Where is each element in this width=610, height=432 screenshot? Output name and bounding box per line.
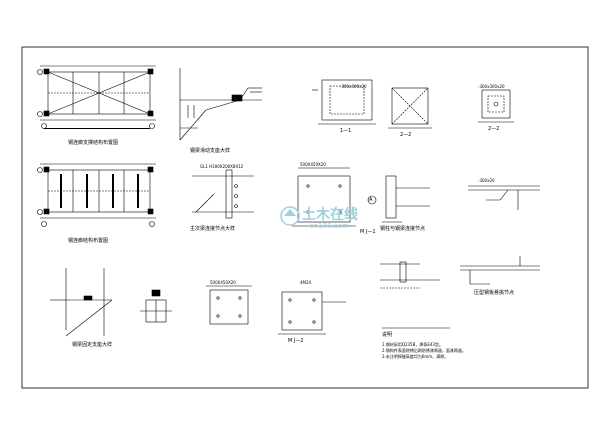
caption-notes-title: 说明: [382, 332, 393, 338]
embed-plate-mj2: [278, 291, 346, 335]
embed-plate-mj1: [292, 167, 356, 227]
label-pl-b: -300x300x20: [478, 84, 505, 89]
caption-section-2-2-a: 2—2: [400, 132, 412, 138]
watermark-logo: [280, 206, 300, 226]
sheet-border: [21, 46, 589, 389]
section-2-2-b: [478, 89, 514, 123]
caption-roof-beam-plan: 钢连廊结构布置图: [68, 238, 109, 244]
caption-beam-fixed-bearing: 钢梁固定支座大样: [72, 342, 113, 348]
label-bolt: 4M24: [300, 280, 312, 285]
beam-fixed-bearing: [50, 268, 113, 337]
roof-beam-plan: [37, 163, 156, 227]
caption-pressure-plate: 压型钢板悬挑节点: [474, 290, 515, 296]
label-dim-a: 500X450X20: [300, 162, 326, 167]
sliding-bearing-detail: [179, 68, 262, 141]
plate-detail: [206, 285, 252, 325]
caption-embed-ml1: M J—1: [360, 229, 376, 235]
caption-roof-support-plan: 钢连廊支撑结构布置图: [68, 140, 119, 146]
column-base-detail: [468, 185, 540, 210]
note-line: 3.未注明焊缝高度均为6mm，满焊。: [382, 354, 449, 359]
roof-support-plan: [37, 65, 156, 129]
caption-circle-a: A: [369, 197, 373, 203]
note-line: 1.钢材采用Q235B，焊条E43型。: [382, 342, 443, 347]
caption-steel-column-base: 钢柱与钢梁连接节点: [380, 226, 426, 232]
section-1-1: [312, 79, 376, 125]
label-pl-a: -300x300x20: [340, 84, 367, 89]
label-plate-c: -300x20: [478, 178, 495, 183]
caption-section-2-2-b: 2—2: [488, 126, 500, 132]
label-dim-b: 500X450X20: [210, 280, 236, 285]
column-beam-joint: [367, 175, 430, 223]
truss-joint-detail: [380, 261, 440, 289]
caption-main-secondary-joint: 主次梁连接节点大样: [190, 226, 236, 232]
caption-embed-ml2: M J—2: [288, 338, 304, 344]
small-joint-detail: [140, 289, 172, 323]
label-gl1: GL1 H300X200X8X12: [200, 164, 244, 169]
caption-section-1-1: 1—1: [340, 128, 352, 134]
watermark-text: 土木在线: [302, 207, 358, 223]
section-2-2-a: [388, 87, 432, 129]
note-line: 2.钢构件表面除锈后刷防锈漆两道，面漆两道。: [382, 348, 466, 353]
caption-sliding-bearing: 钢梁滑动支座大样: [190, 148, 231, 154]
main-secondary-joint: [192, 169, 254, 219]
pressure-plate-detail: [460, 256, 540, 285]
watermark-subtext: co188.com: [310, 222, 349, 230]
